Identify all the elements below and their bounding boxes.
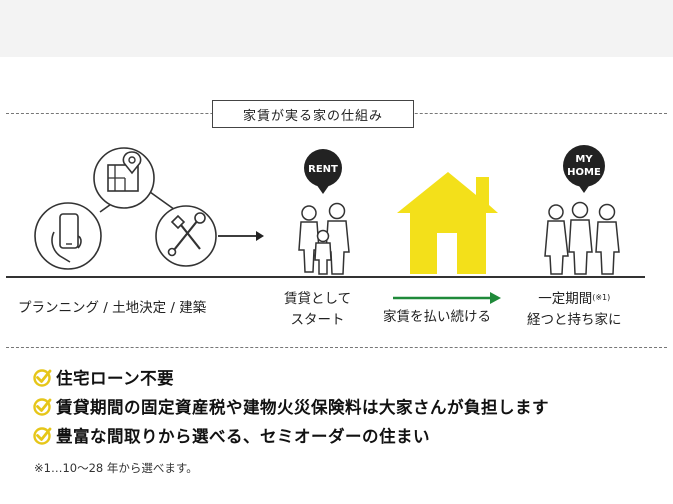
family-icon [298, 202, 350, 275]
label-keep-paying-text: 家賃を払い続ける [383, 309, 491, 325]
benefit-list: 住宅ローン不要 賃貸期間の固定資産税や建物火災保険料は大家さんが負担します 豊富… [32, 362, 549, 449]
benefit-text: 賃貸期間の固定資産税や建物火災保険料は大家さんが負担します [56, 397, 549, 417]
my-home-badge: MY HOME [563, 145, 605, 193]
benefit-item: 住宅ローン不要 [32, 362, 549, 391]
diagram-title-text: 家賃が実る家の仕組み [242, 108, 383, 124]
benefit-text: 住宅ローン不要 [56, 368, 175, 388]
label-period-note: (※1) [592, 293, 611, 302]
map-pin-icon [93, 147, 155, 209]
check-circle-icon [33, 397, 52, 416]
rent-badge-text: RENT [308, 164, 338, 175]
label-rental-start: 賃貸として スタート [284, 289, 351, 331]
label-planning-text: プランニング / 土地決定 / 建築 [18, 300, 207, 316]
top-band [0, 0, 673, 57]
my-home-badge-text-1: MY [575, 154, 593, 165]
diagram-title: 家賃が実る家の仕組み [212, 100, 414, 128]
check-circle-icon [33, 426, 52, 445]
benefit-item: 賃貸期間の固定資産税や建物火災保険料は大家さんが負担します [32, 391, 549, 420]
benefit-item: 豊富な間取りから選べる、セミオーダーの住まい [32, 420, 549, 449]
smartphone-icon [34, 202, 102, 270]
check-circle-icon [33, 368, 52, 387]
flow-arrow-head [256, 231, 264, 241]
house-icon [397, 172, 498, 274]
footnote-text: ※1…10〜28 年から選べます。 [34, 461, 198, 475]
label-keep-paying: 家賃を払い続ける [383, 307, 491, 328]
label-period: 一定期間(※1) 経つと持ち家に [527, 289, 622, 331]
keep-paying-arrow-head [490, 292, 501, 304]
footnote: ※1…10〜28 年から選べます。 [34, 460, 198, 476]
label-rental-start-line1: 賃貸として [284, 291, 352, 307]
grown-family-icon [544, 201, 620, 275]
hammer-wrench-icon [155, 205, 217, 267]
benefit-text: 豊富な間取りから選べる、セミオーダーの住まい [56, 426, 430, 446]
my-home-badge-text-2: HOME [567, 167, 601, 178]
label-period-line1: 一定期間 [538, 291, 593, 307]
bottom-divider [6, 347, 667, 348]
label-planning: プランニング / 土地決定 / 建築 [18, 298, 206, 319]
label-period-line2: 経つと持ち家に [527, 312, 622, 328]
rent-badge: RENT [304, 149, 342, 194]
ground-line [6, 276, 645, 278]
label-rental-start-line2: スタート [290, 312, 345, 328]
